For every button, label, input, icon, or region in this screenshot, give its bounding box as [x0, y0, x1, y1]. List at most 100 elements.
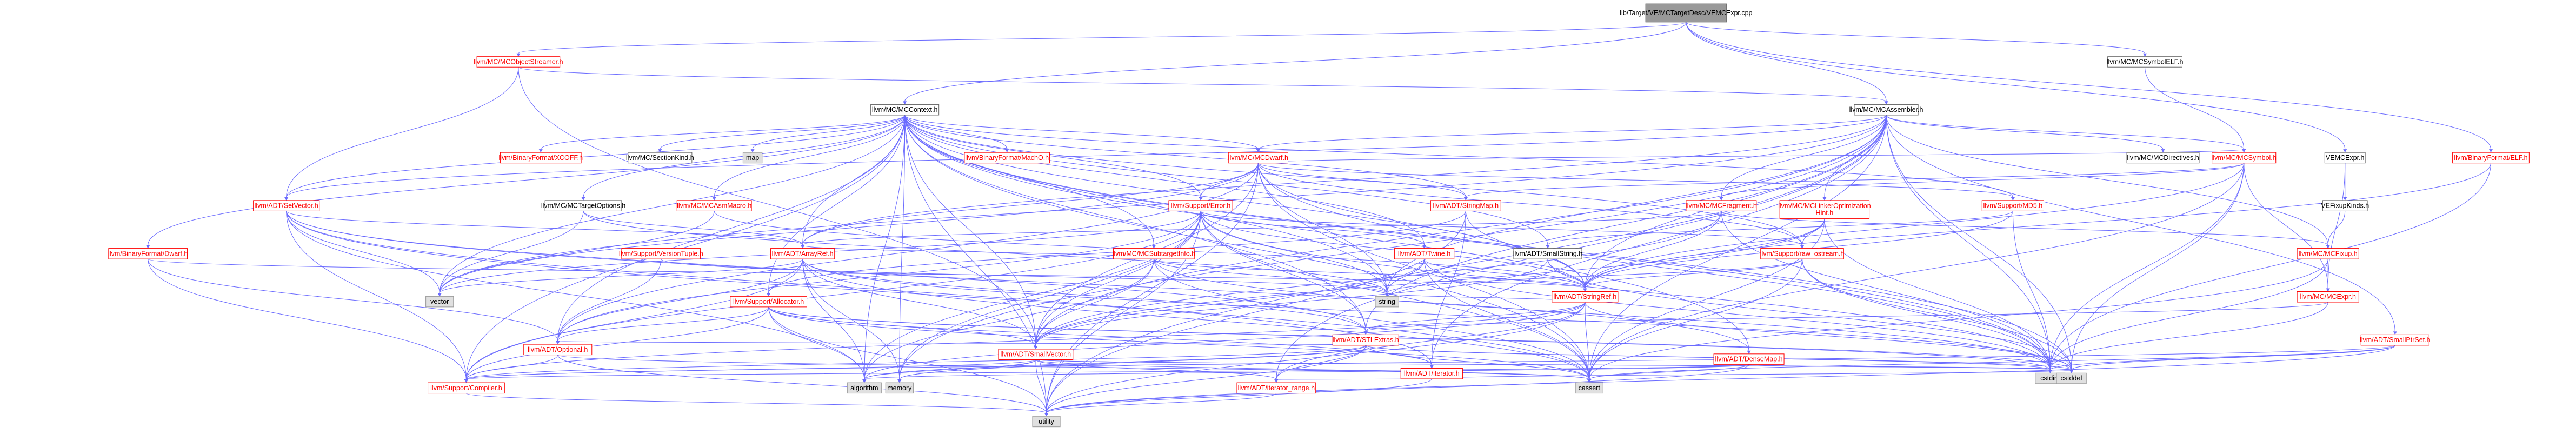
edge-error-to-compiler: [464, 211, 1201, 383]
node-densemap[interactable]: llvm/ADT/DenseMap.h: [1713, 353, 1785, 365]
node-label: llvm/Support/Error.h: [1171, 202, 1231, 210]
node-label: llvm/BinaryFormat/Dwarf.h: [108, 250, 188, 257]
node-label: llvm/MC/MCSubtargetInfo.h: [1113, 250, 1196, 257]
edge-mclinker-to-rawostream: [1800, 218, 1825, 249]
node-label: llvm/ADT/STLExtras.h: [1333, 336, 1399, 344]
node-compiler[interactable]: llvm/Support/Compiler.h: [428, 382, 505, 394]
node-arrayref[interactable]: llvm/ADT/ArrayRef.h: [770, 248, 835, 259]
node-md5[interactable]: llvm/Support/MD5.h: [1981, 200, 2044, 211]
edge-mccontext-to-cstddef: [904, 115, 2074, 373]
node-label: llvm/ADT/SetVector.h: [255, 202, 318, 210]
edge-mcassembler-to-smallptrset: [1886, 115, 2397, 335]
node-label: llvm/MC/MCAssembler.h: [1849, 106, 1923, 113]
node-mcfragment[interactable]: llvm/MC/MCFragment.h: [1686, 200, 1757, 211]
node-label: llvm/MC/MCObjectStreamer.h: [474, 58, 563, 65]
edge-smallvector-to-utility: [1035, 359, 1049, 417]
node-label: llvm/ADT/StringMap.h: [1433, 202, 1499, 210]
node-dwarf[interactable]: llvm/BinaryFormat/Dwarf.h: [108, 248, 188, 259]
node-xcoff[interactable]: llvm/BinaryFormat/XCOFF.h: [498, 152, 583, 164]
node-cstddef: cstddef: [2056, 372, 2087, 384]
node-label: llvm/ADT/SmallPtrSet.h: [2360, 336, 2431, 344]
node-mcsymbol[interactable]: llvm/MC/MCSymbol.h: [2212, 152, 2277, 164]
edge-mcassembler-to-mcsymbol: [1886, 115, 2246, 153]
edge-mcassembler-to-vector: [437, 115, 1887, 297]
node-label: cstdint: [2040, 375, 2060, 382]
edge-mcassembler-to-utility: [1044, 115, 1887, 417]
node-iterator[interactable]: llvm/ADT/iterator.h: [1400, 368, 1463, 379]
edge-mccontext-to-algorithm: [862, 115, 906, 383]
node-stringmap[interactable]: llvm/ADT/StringMap.h: [1430, 200, 1501, 211]
node-vector: vector: [425, 296, 454, 308]
node-label: map: [746, 154, 759, 162]
node-label: llvm/MC/SectionKind.h: [626, 154, 694, 162]
edge-mccontext-to-error: [904, 115, 1203, 201]
node-elf[interactable]: llvm/BinaryFormat/ELF.h: [2452, 152, 2530, 164]
node-setvector[interactable]: llvm/ADT/SetVector.h: [253, 200, 320, 211]
edge-allocator-to-algorithm: [768, 306, 867, 383]
node-label: cstddef: [2061, 375, 2083, 382]
edge-smallptrset-to-cstddef: [2069, 345, 2395, 373]
node-smallptrset[interactable]: llvm/ADT/SmallPtrSet.h: [2360, 334, 2431, 346]
node-error[interactable]: llvm/Support/Error.h: [1168, 200, 1233, 211]
node-rawostream[interactable]: llvm/Support/raw_ostream.h: [1760, 248, 1845, 259]
node-optional[interactable]: llvm/ADT/Optional.h: [523, 344, 593, 356]
node-objstreamer[interactable]: llvm/MC/MCObjectStreamer.h: [474, 56, 563, 68]
node-string: string: [1375, 296, 1399, 308]
edge-error-to-twine: [1200, 211, 1427, 249]
node-mcexpr[interactable]: llvm/MC/MCExpr.h: [2297, 291, 2359, 303]
node-macho[interactable]: llvm/BinaryFormat/MachO.h: [964, 152, 1050, 164]
edges-layer: [146, 22, 2493, 417]
node-stlextras[interactable]: llvm/ADT/STLExtras.h: [1332, 334, 1399, 346]
node-vefixupkinds: VEFixupKinds.h: [2321, 200, 2369, 211]
node-label: llvm/BinaryFormat/MachO.h: [965, 154, 1049, 162]
edge-mccontext-to-sectionkind: [658, 115, 906, 153]
edge-mccontext-to-optional: [556, 115, 906, 345]
edge-mccontext-to-smallstring: [904, 115, 1550, 249]
edge-mcassembler-to-mcfixup: [1886, 115, 2330, 249]
edge-allocator-to-optional: [556, 306, 769, 345]
edge-mcassembler-to-mcdirectives: [1886, 115, 2165, 153]
edge-mccontext-to-subtargetinfo: [904, 115, 1156, 249]
edge-stlextras-to-cstdint: [1365, 345, 2052, 373]
node-vemcexpr: VEMCExpr.h: [2324, 152, 2366, 164]
node-versiontuple[interactable]: llvm/Support/VersionTuple.h: [619, 248, 703, 259]
node-twine[interactable]: llvm/ADT/Twine.h: [1394, 248, 1455, 259]
node-label: llvm/MC/MCDwarf.h: [1228, 154, 1288, 162]
node-label: llvm/MC/MCSymbolELF.h: [2107, 58, 2184, 65]
node-subtargetinfo[interactable]: llvm/MC/MCSubtargetInfo.h: [1113, 248, 1196, 259]
edge-objstreamer-to-mcassembler: [518, 66, 1888, 105]
node-asmmacro[interactable]: llvm/MC/MCAsmMacro.h: [676, 200, 752, 211]
edge-smallptrset-to-compiler: [464, 345, 2395, 383]
node-mcsymbolelf: llvm/MC/MCSymbolELF.h: [2107, 56, 2184, 68]
node-algorithm: algorithm: [847, 382, 882, 394]
edge-root-to-vemcexpr: [1686, 22, 2347, 153]
edge-allocator-to-compiler: [464, 306, 769, 383]
node-mcfixup[interactable]: llvm/MC/MCFixup.h: [2297, 248, 2359, 259]
edge-mcsymbol-to-cassert: [1587, 163, 2245, 383]
node-allocator[interactable]: llvm/Support/Allocator.h: [730, 296, 808, 308]
node-label: cassert: [1579, 384, 1601, 392]
node-stringref[interactable]: llvm/ADT/StringRef.h: [1552, 291, 1619, 303]
edge-mcassembler-to-mcdwarf: [1256, 115, 1887, 153]
node-iterrange[interactable]: llvm/ADT/iterator_range.h: [1236, 382, 1316, 394]
node-smallvector[interactable]: llvm/ADT/SmallVector.h: [998, 349, 1074, 360]
edge-mcsymbol-to-stringmap: [1463, 163, 2245, 201]
edge-densemap-to-algorithm: [862, 364, 1749, 383]
node-mcdwarf[interactable]: llvm/MC/MCDwarf.h: [1228, 152, 1289, 164]
node-label: llvm/ADT/iterator_range.h: [1238, 384, 1315, 392]
edge-mccontext-to-string: [904, 115, 1389, 297]
edge-dwarf-to-compiler: [148, 259, 468, 383]
edge-mcdwarf-to-mcsymbol: [1257, 149, 2246, 164]
node-label: llvm/ADT/StringRef.h: [1554, 293, 1617, 301]
node-label: VEFixupKinds.h: [2321, 202, 2369, 210]
edge-subtargetinfo-to-cstdint: [1153, 259, 2052, 373]
edge-mccontext-to-arrayref: [801, 115, 906, 249]
node-label: string: [1379, 298, 1395, 305]
node-label: algorithm: [850, 384, 878, 392]
edge-mcassembler-to-mclinker: [1822, 115, 1887, 201]
node-label: llvm/ADT/DenseMap.h: [1715, 356, 1783, 363]
node-cassert: cassert: [1575, 382, 1603, 394]
edge-root-to-objstreamer: [516, 22, 1687, 57]
edge-rawostream-to-stringref: [1583, 258, 1803, 292]
